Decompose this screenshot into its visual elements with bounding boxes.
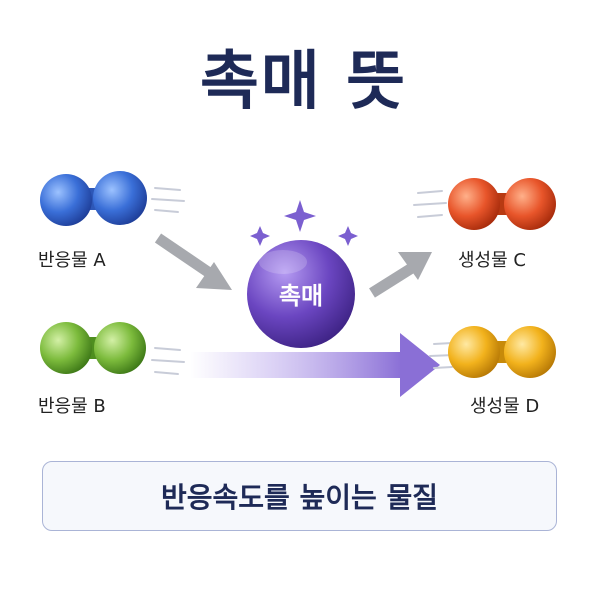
motion-lines-c xyxy=(413,190,447,218)
definition-box: 반응속도를 높이는 물질 xyxy=(42,461,557,531)
reactant-b-label: 반응물 B xyxy=(38,396,106,417)
motion-lines-a xyxy=(151,187,185,213)
molecule-c-icon xyxy=(448,178,556,230)
motion-lines-b xyxy=(151,347,185,375)
catalyst-label: 촉매 xyxy=(278,282,324,310)
page-title: 촉매 뜻 xyxy=(200,45,407,119)
product-d-label: 생성물 D xyxy=(470,396,540,417)
molecule-d-icon xyxy=(448,326,556,378)
arrow-a-to-catalyst xyxy=(154,233,232,290)
arrow-catalyst-to-c xyxy=(369,252,432,298)
molecule-b-icon xyxy=(40,322,146,374)
reactant-a-label: 반응물 A xyxy=(38,250,106,271)
arrow-b-to-d xyxy=(190,333,440,397)
catalyst-icon xyxy=(247,240,355,348)
molecule-a-icon xyxy=(40,171,147,226)
sparkle-icons xyxy=(250,200,358,246)
product-c-label: 생성물 C xyxy=(458,250,526,271)
definition-text: 반응속도를 높이는 물질 xyxy=(160,481,439,514)
